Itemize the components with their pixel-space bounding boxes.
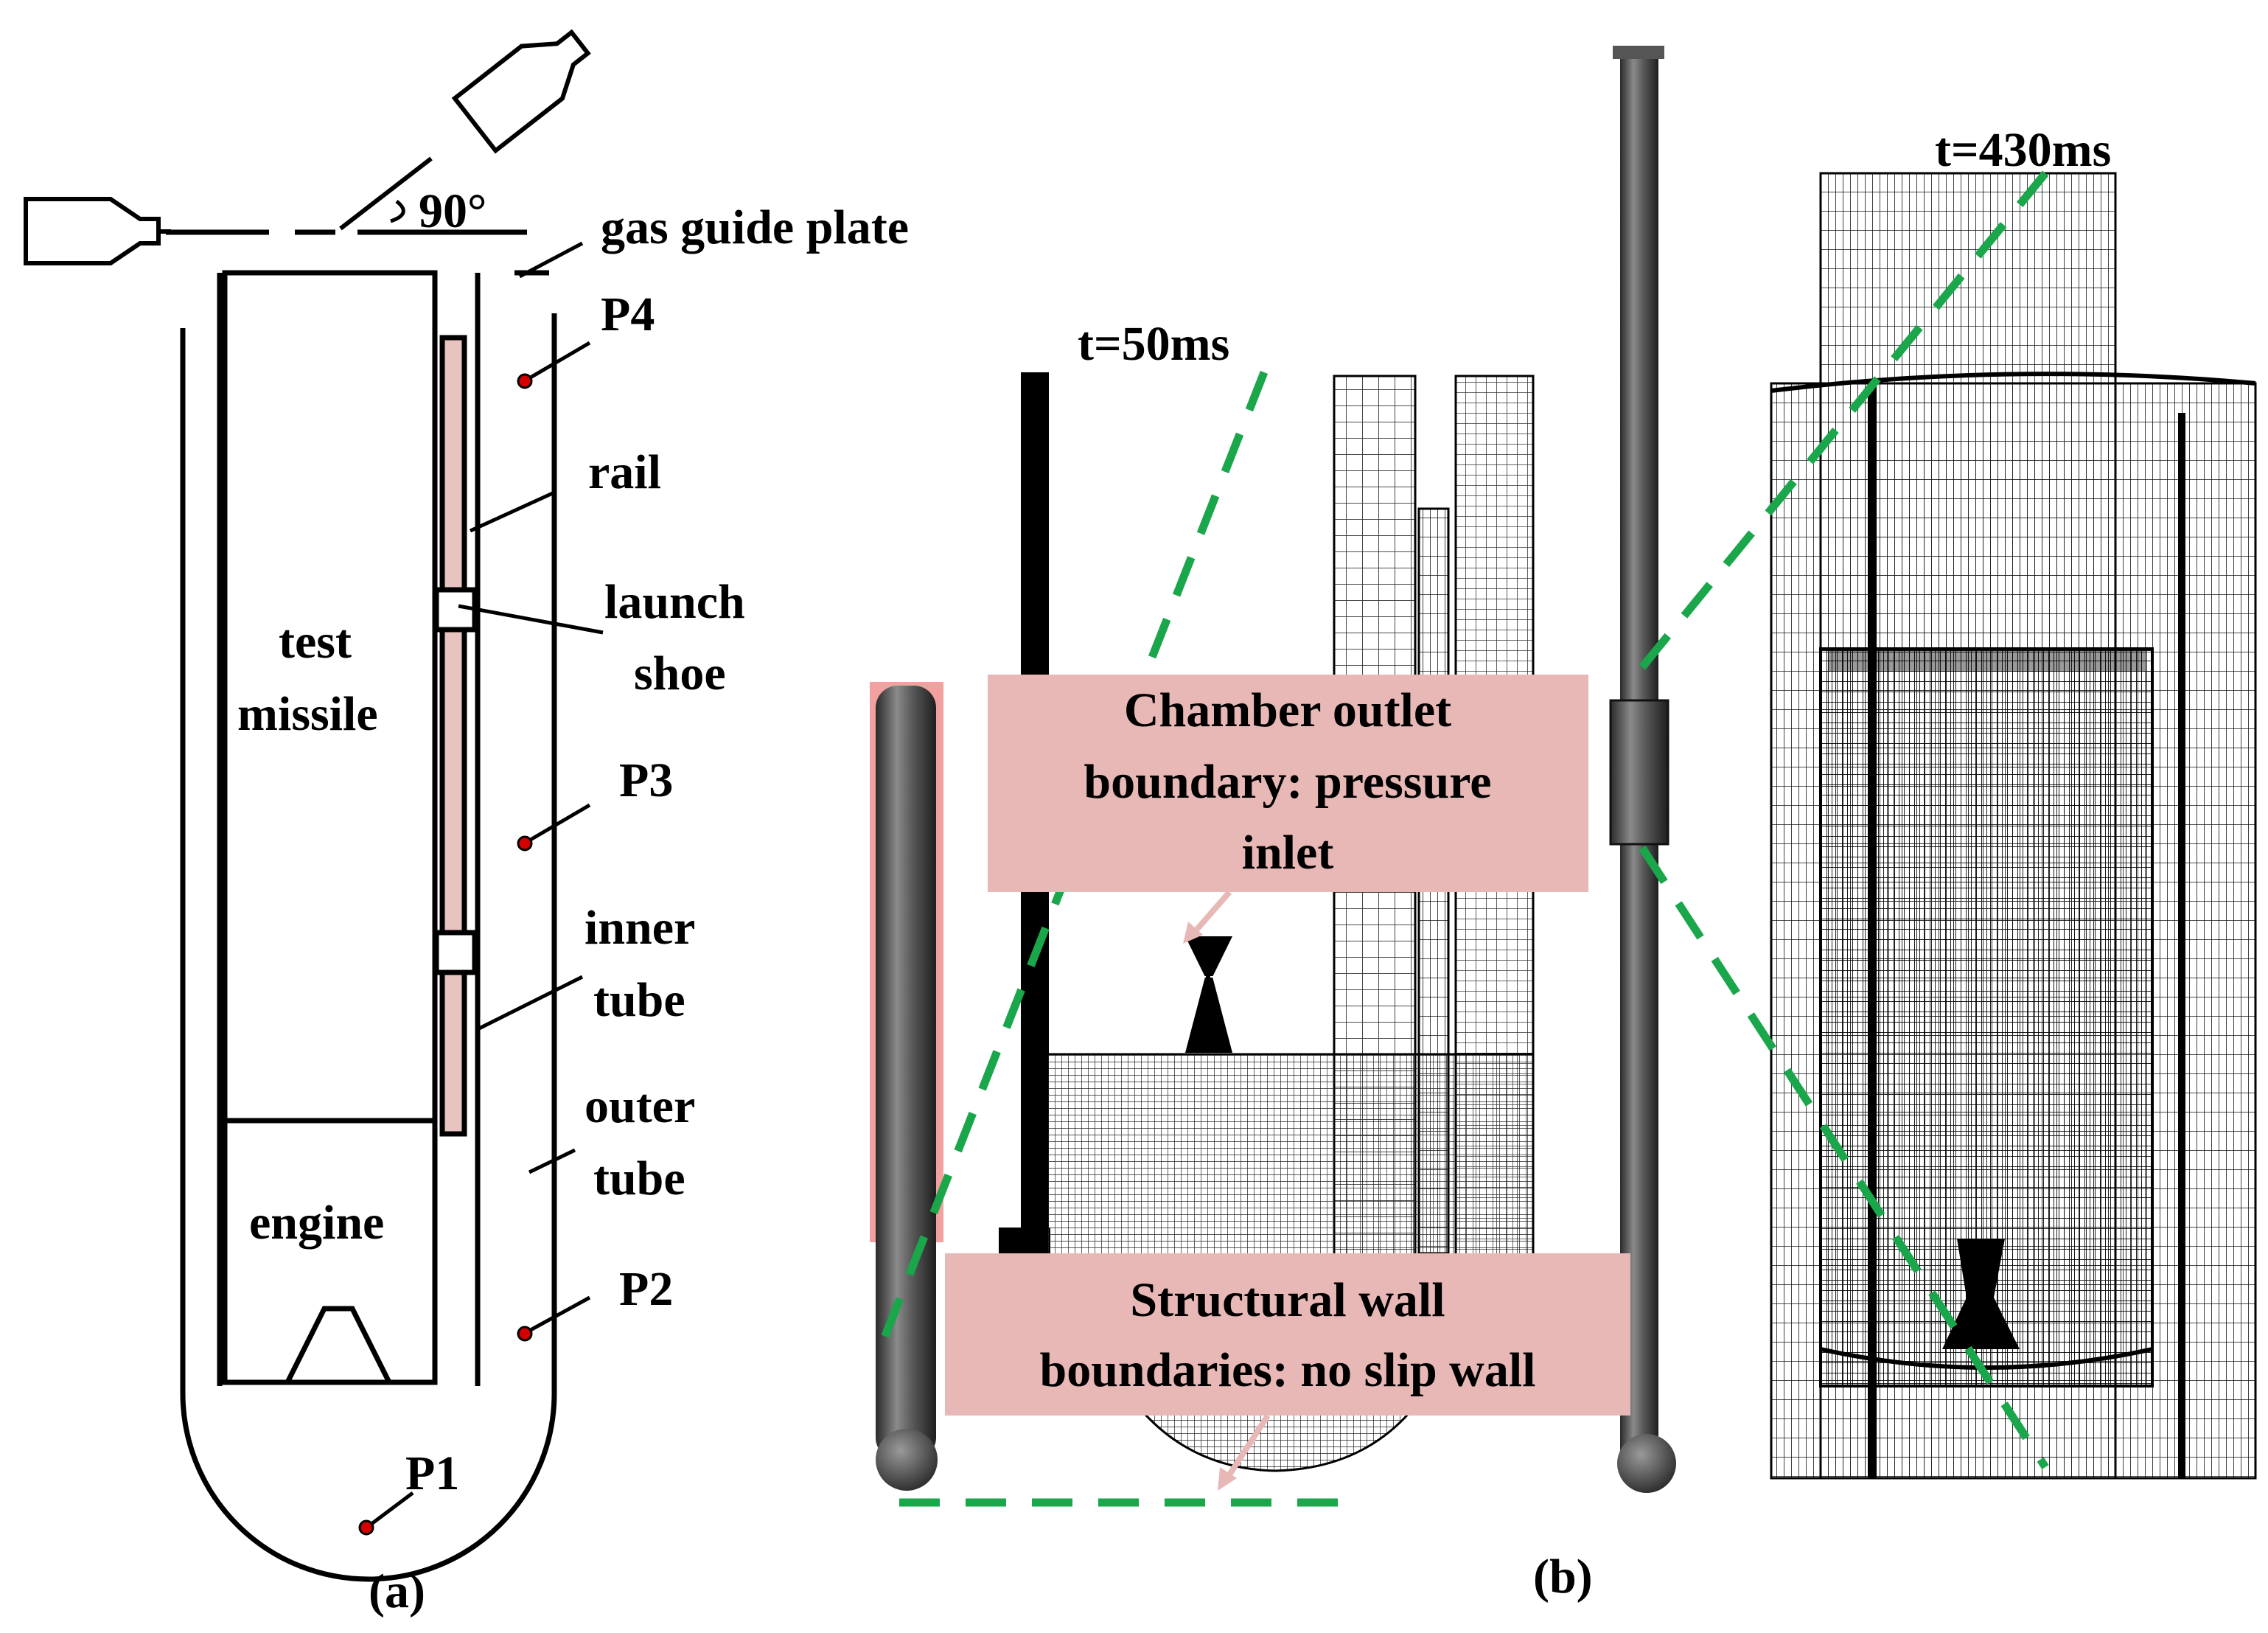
panel-a-text: 90° gas guide plate P4 rail launch shoe … xyxy=(237,184,909,1618)
camera-tilted-icon xyxy=(451,29,591,154)
shoe-label: shoe xyxy=(634,647,726,700)
inner-label: inner xyxy=(585,901,695,955)
p3-label: P3 xyxy=(619,753,673,807)
box-top-line3: inlet xyxy=(1242,826,1334,880)
center-rod-sleeve xyxy=(1609,699,1669,846)
green-dash-lines xyxy=(873,170,2049,1507)
box-bottom-arrow xyxy=(1224,1413,1271,1480)
time-label-left: t=50ms xyxy=(1078,317,1229,371)
panel-a-caption: (a) xyxy=(369,1564,425,1618)
left-rod xyxy=(876,686,936,1460)
dash-right-lower xyxy=(1639,845,2049,1470)
left-rod-ball xyxy=(876,1429,938,1491)
boundary-box-bottom: Structural wall boundaries: no slip wall xyxy=(945,1253,1630,1416)
mesh-inner-bottom xyxy=(1820,1347,2153,1370)
time-label-right: t=430ms xyxy=(1935,123,2111,177)
p4-label: P4 xyxy=(601,288,655,341)
test-missile-body xyxy=(222,270,438,1385)
rail-label: rail xyxy=(588,445,661,499)
angle-arc-icon xyxy=(390,200,405,223)
sensor-p1-dot xyxy=(358,1519,374,1536)
sensor-p2-dot xyxy=(517,1326,533,1342)
box-top-line2: boundary: pressure xyxy=(1084,755,1491,809)
panel-a-cameras xyxy=(24,29,591,265)
gas-guide-plate-label: gas guide plate xyxy=(601,201,909,254)
panel-a xyxy=(166,229,557,1582)
center-rod-cap xyxy=(1613,46,1664,59)
engine-label: engine xyxy=(249,1196,384,1250)
box-top-arrowhead-icon xyxy=(1183,922,1203,944)
missile-label: missile xyxy=(237,687,378,741)
sensor-p3-dot xyxy=(517,835,533,852)
launch-label: launch xyxy=(604,575,745,629)
panel-b-caption: (b) xyxy=(1533,1550,1593,1604)
outer-label: outer xyxy=(585,1079,695,1133)
nozzle-shape-right xyxy=(1942,1239,2020,1349)
inner-tube-label: tube xyxy=(593,973,685,1027)
mesh-top-rim xyxy=(1770,372,2256,393)
launch-shoe-lower xyxy=(433,930,478,975)
box-top-line1: Chamber outlet xyxy=(1124,683,1451,737)
center-rod-ball xyxy=(1617,1434,1676,1493)
boundary-box-top: Chamber outlet boundary: pressure inlet xyxy=(988,675,1588,892)
box-bottom-bg xyxy=(945,1253,1630,1416)
panel-b-right-model xyxy=(1609,46,2257,1493)
test-label: test xyxy=(279,615,352,669)
camera-left-icon xyxy=(24,197,161,265)
mesh-chamber xyxy=(1045,1053,1535,1262)
box-top-bg xyxy=(988,675,1588,892)
rail xyxy=(439,335,467,1137)
box-bottom-line1: Structural wall xyxy=(1130,1273,1445,1327)
mesh-inner-band xyxy=(1828,649,2145,671)
p2-label: P2 xyxy=(619,1262,673,1316)
panel-a-leaders xyxy=(367,241,604,1528)
box-bottom-arrowhead-icon xyxy=(1218,1467,1237,1491)
nozzle-shape xyxy=(1185,936,1232,1053)
outer-tube xyxy=(180,313,557,1582)
dash-right-upper xyxy=(1639,170,2049,670)
engine-nozzle xyxy=(225,1306,435,1385)
p1-label: P1 xyxy=(405,1446,459,1500)
angle-label: 90° xyxy=(419,184,486,238)
sensor-dots xyxy=(358,373,533,1536)
box-top-arrow xyxy=(1191,890,1232,935)
outer-tube-label: tube xyxy=(593,1152,685,1205)
sensor-p4-dot xyxy=(517,373,533,389)
box-bottom-line2: boundaries: no slip wall xyxy=(1039,1343,1535,1397)
dash-left-diagonal xyxy=(873,370,1269,1359)
